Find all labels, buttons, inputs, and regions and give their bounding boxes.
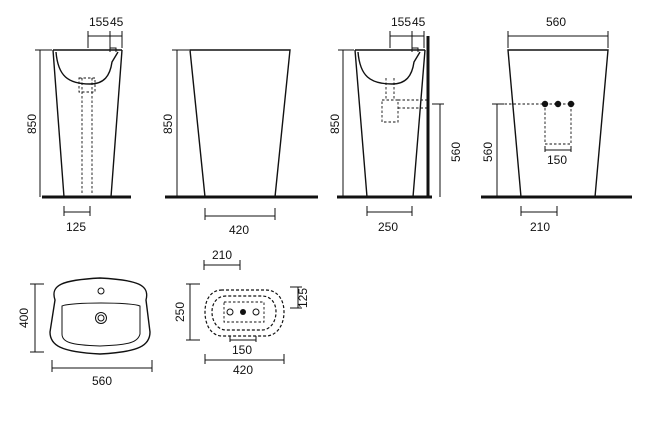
bottle-trap — [381, 99, 399, 123]
dim-250-b: 250 — [173, 302, 187, 322]
dim-850-b: 850 — [161, 114, 175, 134]
dim-45-b: 45 — [412, 15, 426, 29]
dim-850-a: 850 — [25, 114, 39, 134]
basin-top-outline — [49, 277, 151, 355]
tap-hole — [109, 47, 117, 52]
trap-pipe — [385, 78, 395, 100]
waste-pipe — [81, 78, 93, 195]
drain-hole-icon — [554, 100, 562, 108]
dim-400: 400 — [17, 308, 31, 328]
dim-850-c: 850 — [328, 114, 342, 134]
dim-420-b: 420 — [233, 363, 253, 377]
trap — [78, 77, 96, 93]
dim-155: 155 — [89, 15, 109, 29]
dim-210-b: 210 — [212, 248, 232, 262]
fixing-hole-icon — [252, 308, 260, 316]
basin-bowl — [357, 51, 421, 85]
wall-outlet — [398, 99, 428, 109]
top-view: 400 560 — [17, 277, 153, 388]
tap-hole — [411, 47, 419, 52]
fixing-hole-icon — [541, 100, 549, 108]
dim-150-b: 150 — [232, 343, 252, 357]
fixing-hole-icon — [567, 100, 575, 108]
basin-bowl — [55, 51, 119, 85]
inner-footprint — [211, 295, 277, 331]
drain-hole-icon — [240, 309, 246, 315]
pedestal-outline — [354, 49, 426, 198]
dim-420-a: 420 — [229, 223, 249, 237]
dim-45: 45 — [110, 15, 124, 29]
bottom-view: 210 250 125 150 420 — [173, 248, 310, 377]
dim-560-a: 560 — [449, 142, 463, 162]
dim-150-a: 150 — [547, 153, 567, 167]
dim-155-b: 155 — [391, 15, 411, 29]
dim-560-top: 560 — [546, 15, 566, 29]
front-view: 850 420 — [161, 49, 318, 237]
pedestal-outline — [52, 49, 123, 198]
pedestal-outline — [507, 49, 609, 198]
dim-125-b: 125 — [296, 288, 310, 308]
outer-footprint — [204, 289, 285, 337]
pedestal-base — [223, 301, 265, 323]
dim-210-a: 210 — [530, 220, 550, 234]
dim-125: 125 — [66, 220, 86, 234]
tap-hole-icon — [97, 287, 105, 295]
fixing-hole-icon — [226, 308, 234, 316]
side-section-view: 155 45 850 125 — [25, 15, 131, 234]
dim-560-b: 560 — [481, 142, 495, 162]
access-recess — [544, 108, 572, 145]
dim-560-c: 560 — [92, 374, 112, 388]
basin-bowl-top — [61, 302, 141, 347]
back-view: 560 150 560 210 — [481, 15, 632, 234]
pedestal-outline — [189, 49, 291, 198]
drain-icon — [95, 312, 107, 324]
dim-250: 250 — [378, 220, 398, 234]
side-wall-view: 155 45 850 560 250 — [328, 15, 463, 234]
